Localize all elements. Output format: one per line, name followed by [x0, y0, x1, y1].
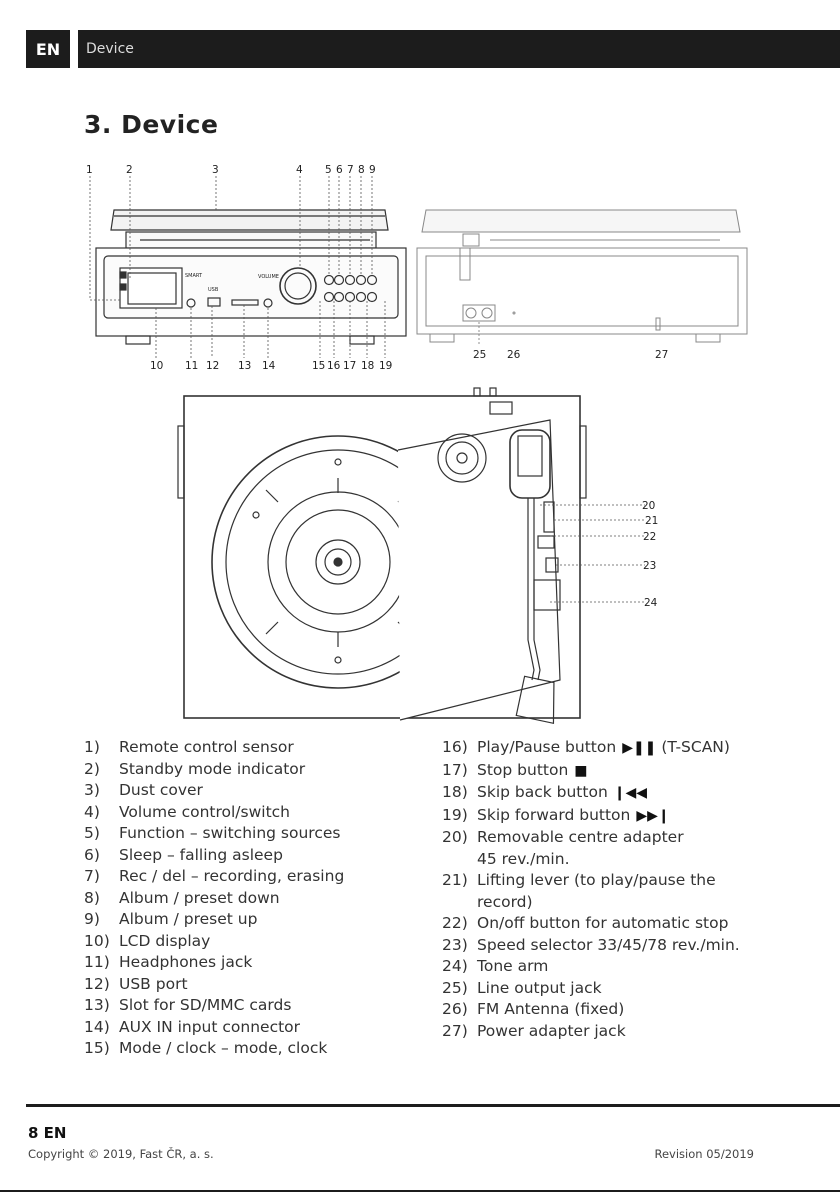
- callout-9: 9: [369, 164, 376, 176]
- list-item: 20)Removable centre adapter: [442, 828, 684, 846]
- list-item: 5)Function – switching sources: [84, 824, 341, 842]
- callout-15: 15: [312, 360, 325, 372]
- list-item: 12)USB port: [84, 974, 188, 993]
- callout-7: 7: [347, 164, 354, 176]
- list-item: 26)FM Antenna (fixed): [442, 1000, 625, 1018]
- list-item: 11)Headphones jack: [84, 953, 253, 971]
- list-item: 45 rev./min.: [477, 849, 570, 868]
- callout-17: 17: [343, 360, 356, 372]
- list-item: 21)Lifting lever (to play/pause the: [442, 871, 716, 889]
- play-pause-icon: ▶❚❚: [622, 740, 657, 756]
- stop-icon: ■: [574, 762, 588, 779]
- list-item: 18)Skip back button❙◀◀: [442, 782, 772, 805]
- list-item: 1)Remote control sensor: [84, 738, 294, 756]
- list-item: 10)LCD display: [84, 931, 211, 950]
- language-tab: EN: [26, 30, 70, 68]
- list-item: 2)Standby mode indicator: [84, 759, 306, 778]
- callout-24: 24: [644, 597, 658, 609]
- callout-5: 5: [325, 164, 332, 176]
- callout-4: 4: [296, 164, 303, 176]
- callout-13: 13: [238, 360, 251, 372]
- list-item: 15)Mode / clock – mode, clock: [84, 1039, 328, 1057]
- callout-16: 16: [327, 360, 341, 372]
- list-item: 6)Sleep – falling asleep: [84, 845, 283, 864]
- parts-list-left: 1)Remote control sensor 2)Standby mode i…: [84, 737, 429, 1060]
- page-number: 8 EN: [28, 1124, 67, 1142]
- top-view: [177, 387, 587, 725]
- copyright: Copyright © 2019, Fast ČR, a. s.: [28, 1147, 214, 1161]
- list-item: 13)Slot for SD/MMC cards: [84, 996, 292, 1014]
- back-view: [416, 209, 748, 343]
- section-header: Device: [78, 30, 840, 68]
- list-item: 3)Dust cover: [84, 781, 203, 799]
- callout-12: 12: [206, 360, 219, 372]
- device-diagram: SMART USB VOLUME 1 2 3 4 5 6 7 8 9 10 11…: [86, 164, 748, 725]
- brand-label: SMART: [185, 273, 203, 279]
- callout-18: 18: [361, 360, 374, 372]
- skip-back-icon: ❙◀◀: [613, 785, 648, 801]
- front-view: [95, 209, 407, 345]
- list-item: 19)Skip forward button▶▶❙: [442, 805, 772, 828]
- callout-23: 23: [643, 560, 656, 572]
- list-item: 24)Tone arm: [442, 957, 549, 975]
- callout-21: 21: [645, 515, 658, 527]
- callout-19: 19: [379, 360, 392, 372]
- list-item: record): [477, 892, 533, 911]
- callout-25: 25: [473, 349, 486, 361]
- volume-label: VOLUME: [258, 274, 279, 280]
- revision: Revision 05/2019: [654, 1147, 755, 1161]
- callout-27: 27: [655, 349, 668, 361]
- callout-26: 26: [507, 349, 521, 361]
- callout-3: 3: [212, 164, 219, 176]
- list-item: 4)Volume control/switch: [84, 802, 291, 821]
- list-item: 16)Play/Pause button▶❚❚ (T-SCAN): [442, 737, 772, 760]
- list-item: 9)Album / preset up: [84, 910, 258, 928]
- callout-14: 14: [262, 360, 276, 372]
- bottom-divider: [0, 1190, 840, 1192]
- list-item: 23)Speed selector 33/45/78 rev./min.: [442, 935, 740, 954]
- page-title: 3. Device: [84, 110, 219, 139]
- list-item: 7)Rec / del – recording, erasing: [84, 867, 345, 885]
- parts-list-right: 16)Play/Pause button▶❚❚ (T-SCAN) 17)Stop…: [442, 737, 772, 1042]
- callout-10: 10: [150, 360, 163, 372]
- list-item: 25)Line output jack: [442, 978, 602, 997]
- list-item: 27)Power adapter jack: [442, 1021, 626, 1040]
- callout-6: 6: [336, 164, 343, 176]
- callout-22: 22: [643, 531, 656, 543]
- list-item: 22)On/off button for automatic stop: [442, 914, 729, 932]
- callout-1: 1: [86, 164, 93, 176]
- list-item: 17)Stop button■: [442, 760, 772, 783]
- callout-2: 2: [126, 164, 133, 176]
- callout-20: 20: [642, 500, 655, 512]
- list-item: 14)AUX IN input connector: [84, 1017, 301, 1036]
- list-item: 8)Album / preset down: [84, 888, 280, 907]
- usb-label: USB: [208, 287, 219, 293]
- footer-divider: [26, 1104, 840, 1107]
- callout-8: 8: [358, 164, 365, 176]
- callout-11: 11: [185, 360, 198, 372]
- skip-forward-icon: ▶▶❙: [636, 807, 670, 824]
